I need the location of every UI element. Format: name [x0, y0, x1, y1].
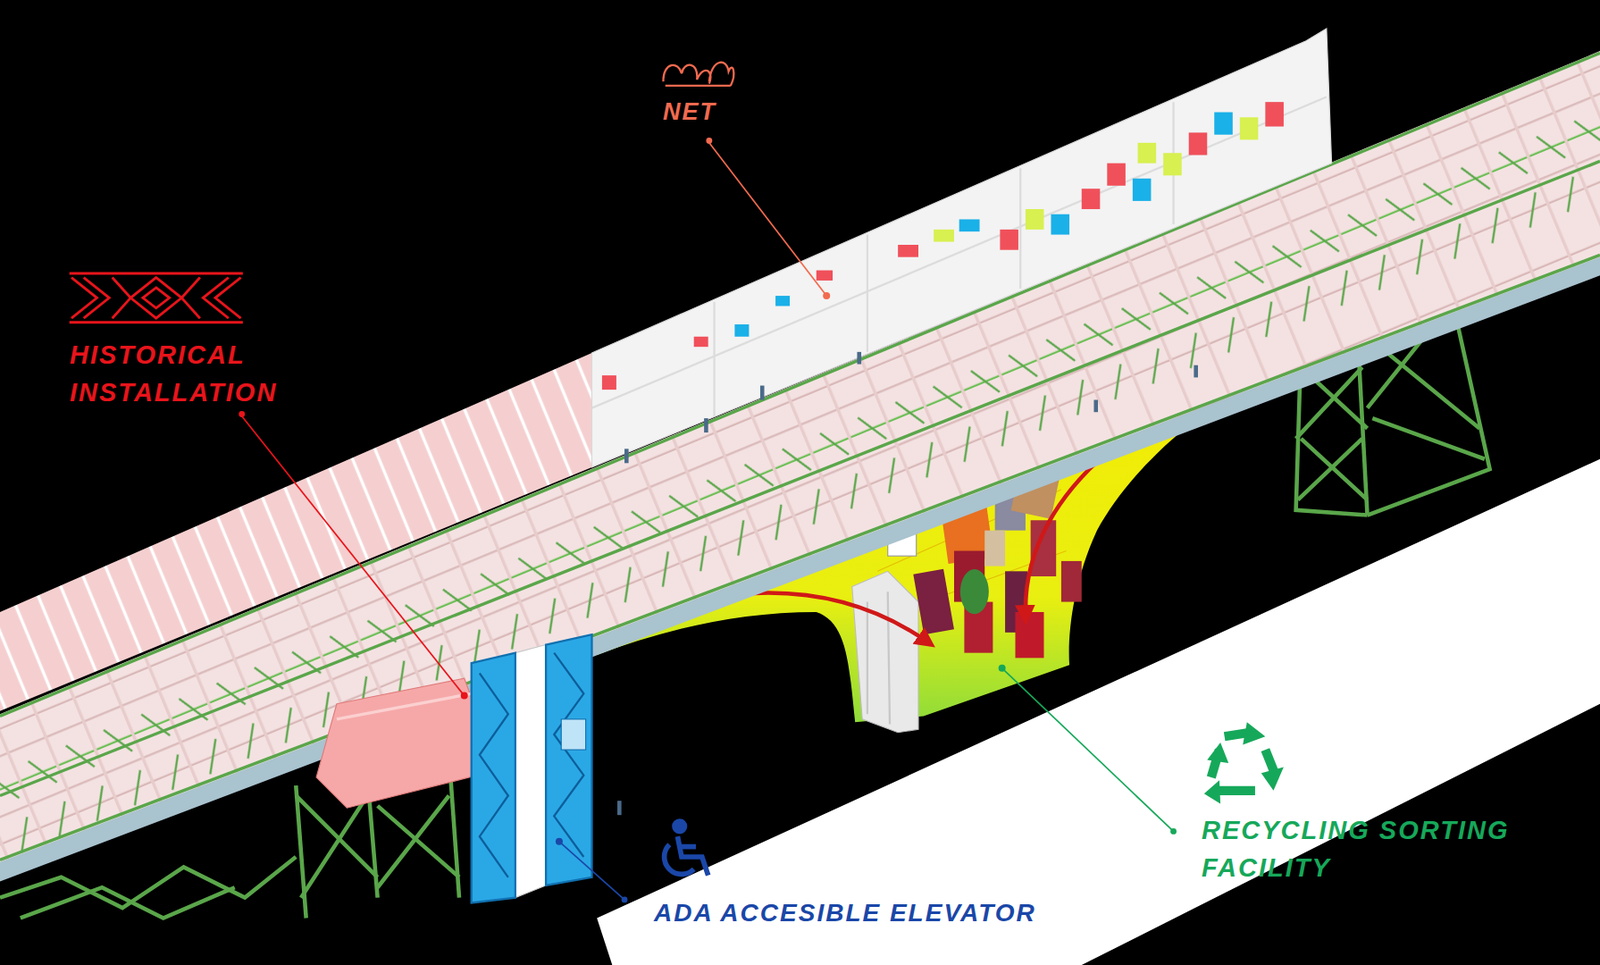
callout-label: ADA ACCESIBLE ELEVATOR	[653, 896, 1155, 930]
callout-label: HISTORICAL INSTALLATION	[69, 335, 392, 411]
callout-label: RECYCLING SORTING FACILITY	[1201, 811, 1595, 887]
callout-label-holder: NET	[662, 96, 931, 127]
callout-label-holder: ADA ACCESIBLE ELEVATOR	[653, 896, 1155, 930]
callout-label-holder: HISTORICAL INSTALLATION	[69, 335, 392, 411]
callout-label-holder: RECYCLING SORTING FACILITY	[1201, 811, 1595, 887]
callout-label: NET	[662, 96, 931, 127]
